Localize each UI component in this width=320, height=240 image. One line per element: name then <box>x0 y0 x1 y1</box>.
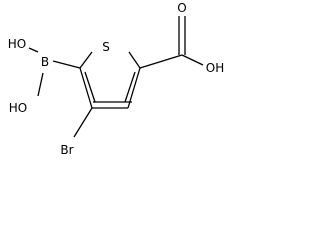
bond-c2-c3 <box>127 67 141 109</box>
bond-boron-oh-upper <box>28 47 39 53</box>
atom-boron: B <box>41 55 49 69</box>
atom-bromine: Br <box>60 143 73 157</box>
atom-acid-hydroxyl: OH <box>206 61 224 75</box>
bond-c5-c4-inner <box>84 71 96 103</box>
bond-c5-boron <box>52 60 81 69</box>
bond-c4-bromine <box>73 107 93 138</box>
chemical-structure-diagram: S B Br HO HO O OH <box>8 1 224 157</box>
bond-c2-carboxyl <box>139 54 183 69</box>
atom-sulfur: S <box>102 40 110 54</box>
atom-carbonyl-oxygen: O <box>177 1 186 15</box>
bond-boron-oh-lower <box>37 72 44 97</box>
bond-carboxyl-oh <box>181 54 204 66</box>
bond-c5-s <box>79 51 93 69</box>
bond-c4-c5 <box>79 67 93 109</box>
bond-s-c2 <box>128 51 141 69</box>
atom-hydroxyl-upper: HO <box>8 37 26 51</box>
atom-hydroxyl-lower: HO <box>9 101 27 115</box>
bond-c2-c3-inner <box>124 71 136 103</box>
